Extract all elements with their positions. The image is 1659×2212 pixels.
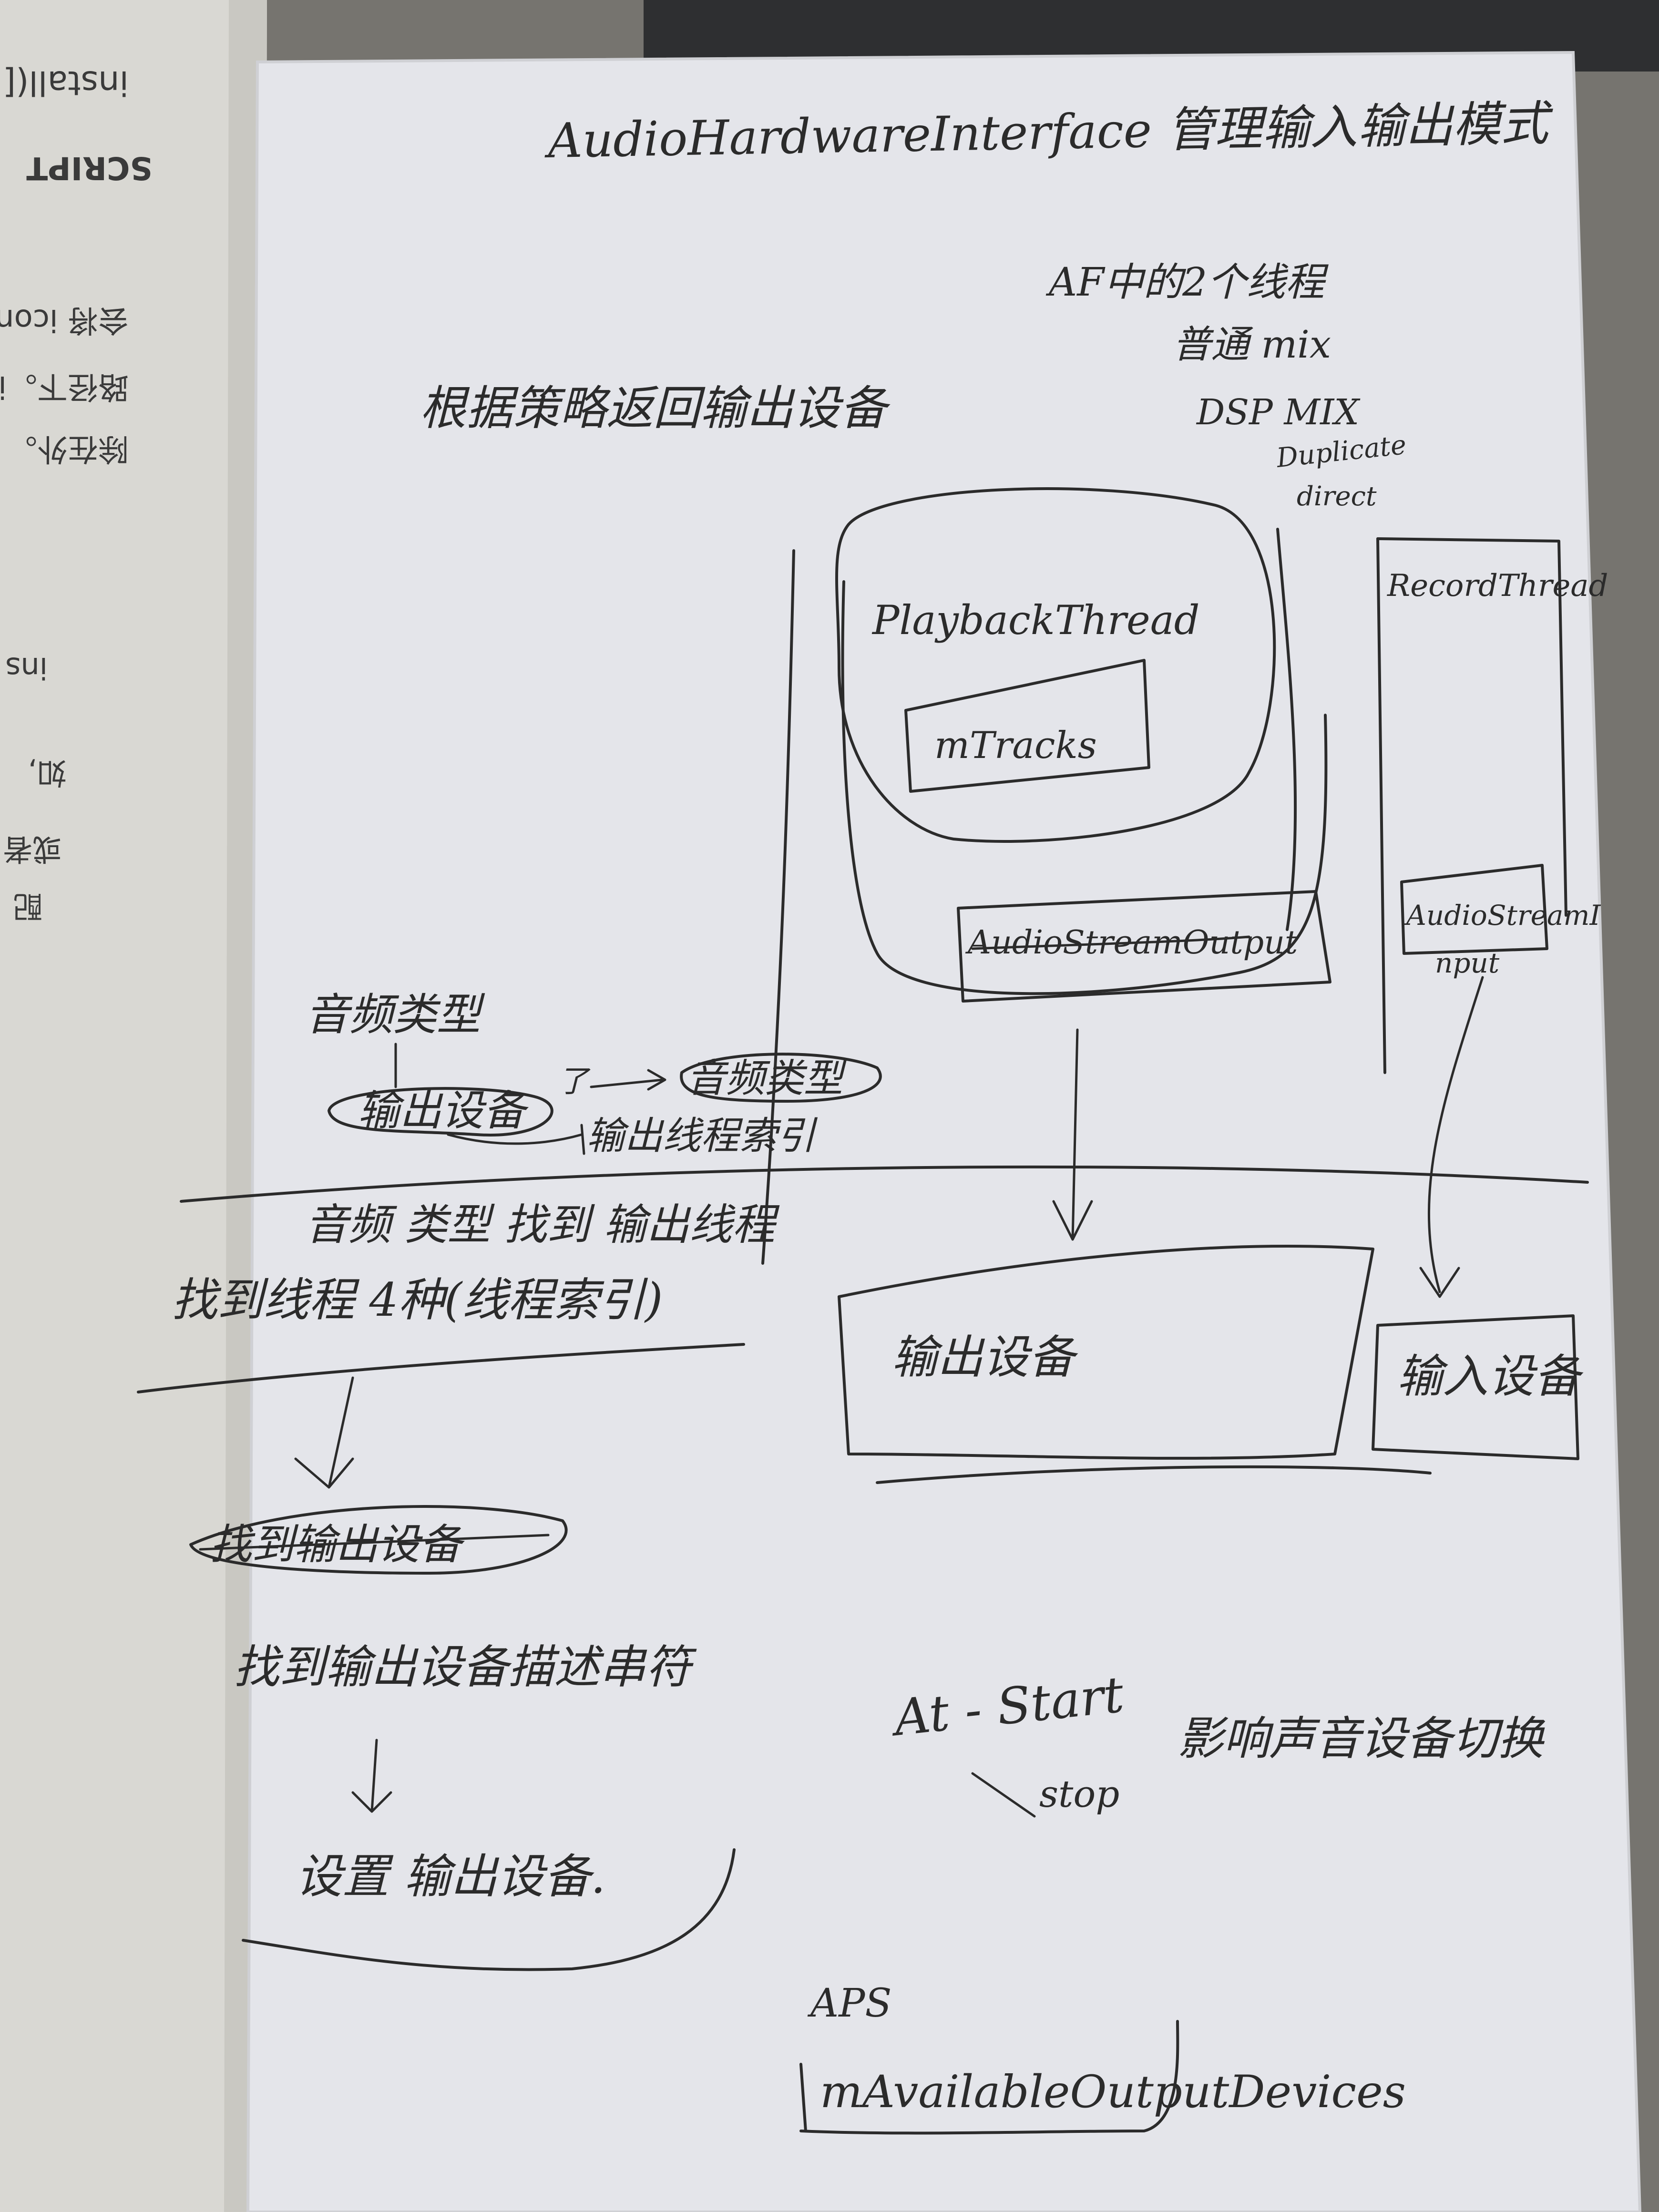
divider-line-left bbox=[761, 549, 795, 1265]
left-text-9: 配 bbox=[13, 889, 43, 924]
output-device-oval bbox=[328, 1087, 553, 1137]
output-thread-index-note: 输出线程索引 bbox=[586, 1114, 818, 1158]
left-page bbox=[0, 0, 267, 2212]
output-device-note: 输出设备 bbox=[358, 1086, 529, 1135]
aps-note: APS bbox=[807, 1981, 892, 2026]
mtracks-box bbox=[904, 659, 1150, 793]
left-text-4: 路径下。ic bbox=[0, 369, 129, 404]
find-thread-note: 找到线程 4种(线程索引) bbox=[172, 1273, 663, 1327]
set-output-device-note: 设置 输出设备. bbox=[296, 1850, 605, 1904]
aps-underline bbox=[799, 2020, 1179, 2135]
right-arrow-to-type bbox=[590, 1069, 666, 1091]
struck-oval bbox=[189, 1505, 568, 1575]
right-page bbox=[248, 52, 1640, 2212]
playback-thread-label: PlaybackThread bbox=[871, 597, 1200, 644]
find-thread-underline bbox=[137, 1343, 745, 1393]
down-arrow-record bbox=[1419, 976, 1484, 1298]
left-text-1: install([ls bbox=[0, 63, 129, 102]
audio-stream-input-label-2: nput bbox=[1435, 947, 1500, 979]
left-page-text-group: install([ls bbox=[0, 63, 129, 102]
find-output-descriptor-note: 找到输出设备描述串符 bbox=[234, 1640, 697, 1694]
page-edge bbox=[246, 51, 1642, 2212]
connector-curve bbox=[447, 1133, 583, 1145]
aps-bracket bbox=[799, 2063, 807, 2132]
left-text-3: 会将 icons bbox=[0, 302, 129, 338]
find-by-type-note: 音频 类型 找到 输出线程 bbox=[305, 1200, 780, 1250]
playback-right-line bbox=[1276, 528, 1297, 931]
audio-type-note: 音频类型 bbox=[305, 989, 485, 1040]
affects-switch-note: 影响声音设备切换 bbox=[1178, 1712, 1546, 1765]
stop-connector bbox=[971, 1772, 1036, 1818]
down-tick bbox=[580, 1124, 585, 1155]
set-output-underline bbox=[242, 1848, 736, 1971]
audio-stream-input-label-1: AudioStreamI bbox=[1404, 899, 1601, 932]
af-threads-note: AF中的2个线程 bbox=[1045, 260, 1329, 305]
playback-thread-outline bbox=[841, 580, 1328, 995]
playback-thread-blob bbox=[835, 487, 1276, 843]
long-divider-line bbox=[180, 1165, 1589, 1203]
record-thread-label: RecordThread bbox=[1387, 568, 1608, 604]
strike-audio-stream-output bbox=[971, 935, 1250, 950]
left-text-2: SCRIPT bbox=[26, 150, 153, 186]
direct-note: direct bbox=[1297, 481, 1377, 512]
audio-type-2-note: 音频类型 bbox=[686, 1056, 847, 1101]
audio-type-oval bbox=[680, 1053, 882, 1103]
record-thread-left bbox=[1376, 537, 1386, 1074]
strike-line bbox=[199, 1534, 550, 1551]
stop-note: stop bbox=[1039, 1773, 1119, 1816]
record-thread-frame bbox=[1376, 537, 1567, 917]
audio-stream-output-box bbox=[957, 890, 1331, 1003]
down-arrow-1 bbox=[294, 1376, 354, 1489]
input-device-box-label: 输入设备 bbox=[1397, 1350, 1584, 1403]
down-arrow-playback bbox=[1052, 1028, 1093, 1241]
choose-output-note: 根据策略返回输出设备 bbox=[420, 381, 891, 436]
mtracks-label: mTracks bbox=[934, 724, 1097, 767]
left-text-8: 或者 bbox=[3, 832, 62, 867]
output-device-box bbox=[838, 1245, 1374, 1460]
output-device-underline bbox=[876, 1465, 1432, 1484]
down-arrow-2 bbox=[351, 1739, 392, 1813]
available-output-devices-note: mAvailableOutputDevices bbox=[820, 2066, 1406, 2118]
input-device-box bbox=[1372, 1314, 1579, 1460]
output-device-box-label: 输出设备 bbox=[891, 1331, 1078, 1384]
left-text-5: 除在外。 bbox=[7, 431, 129, 466]
left-text-7: 如, bbox=[28, 756, 67, 790]
dsp-mix-note: DSP MIX bbox=[1196, 392, 1361, 433]
mixer-mix-note: 普通 mix bbox=[1173, 322, 1331, 367]
arrow-mark-note: 了 bbox=[558, 1064, 591, 1099]
audio-stream-input-box bbox=[1400, 864, 1548, 955]
left-text-6: ins bbox=[5, 651, 48, 686]
